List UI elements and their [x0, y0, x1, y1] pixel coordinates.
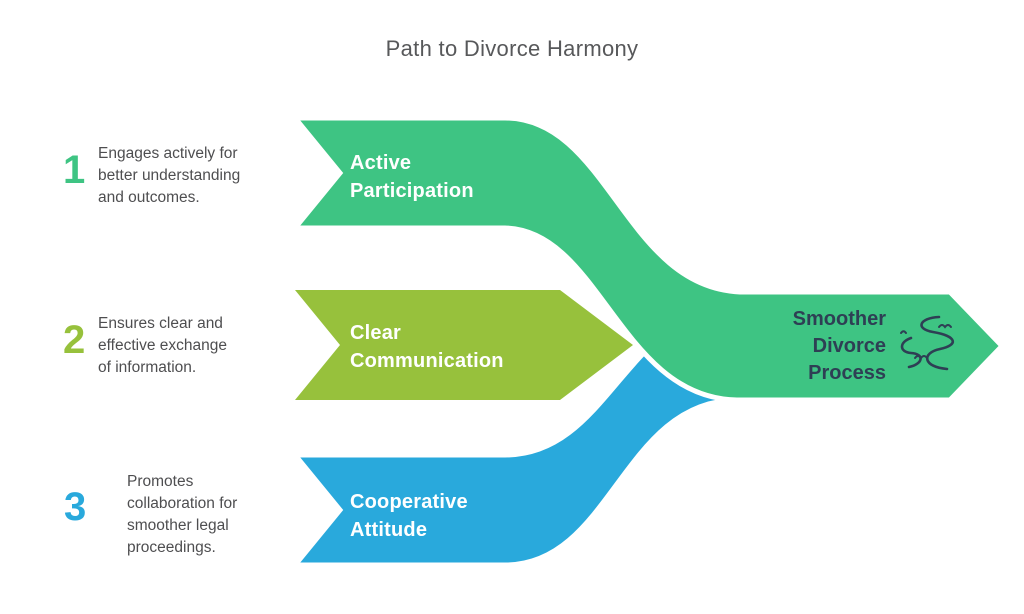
ribbon-active-participation-and-result-arrow [289, 115, 1006, 403]
step-description-2: Ensures clear and effective exchange of … [98, 315, 227, 376]
step-number-2: 2 [63, 318, 86, 362]
winding-road-icon [900, 315, 954, 371]
ribbon-clear-communication [295, 290, 633, 400]
band-label-clear-communication: Clear Communication [350, 322, 504, 372]
step-description-3: Promotes collaboration for smoother lega… [127, 473, 238, 556]
step-description-1: Engages actively for better understandin… [98, 145, 241, 206]
band-label-cooperative-attitude: Cooperative Attitude [350, 491, 468, 541]
diagram-title: Path to Divorce Harmony [385, 36, 639, 61]
step-number-1: 1 [63, 148, 86, 192]
step-number-3: 3 [64, 485, 87, 529]
result-label: Smoother Divorce Process [792, 308, 886, 384]
band-label-active-participation: Active Participation [350, 152, 474, 202]
